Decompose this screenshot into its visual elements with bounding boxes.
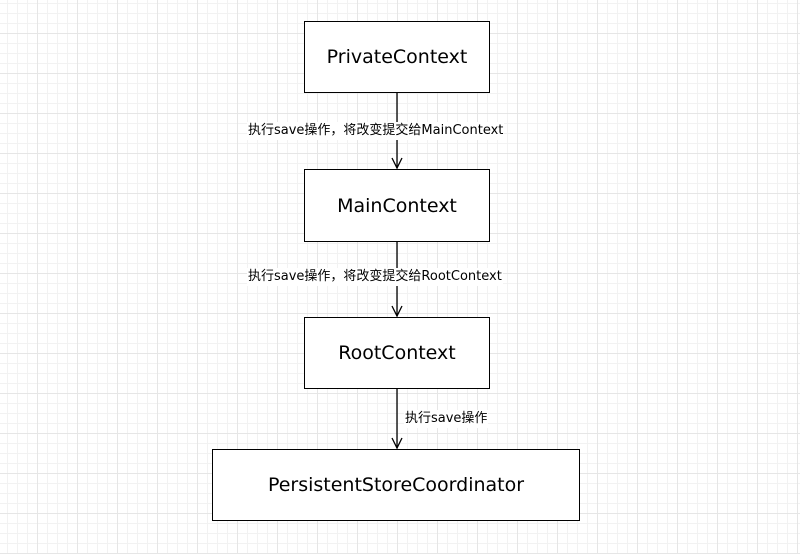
node-root-context: RootContext	[304, 317, 490, 389]
arrowhead-main-to-root	[391, 305, 403, 318]
node-persistent-store-coordinator: PersistentStoreCoordinator	[212, 449, 580, 521]
node-persistent-store-coordinator-label: PersistentStoreCoordinator	[267, 474, 525, 496]
node-root-context-label: RootContext	[338, 342, 456, 364]
node-main-context: MainContext	[304, 169, 490, 242]
node-main-context-label: MainContext	[337, 194, 457, 217]
edge-label-main-to-root: 执行save操作，将改变提交给RootContext	[247, 268, 503, 286]
edge-label-private-to-main: 执行save操作，将改变提交给MainContext	[247, 122, 505, 140]
node-private-context-label: PrivateContext	[326, 46, 468, 68]
arrowhead-private-to-main	[391, 157, 403, 170]
node-private-context: PrivateContext	[304, 21, 490, 93]
arrowhead-root-to-coordinator	[391, 437, 403, 450]
edge-label-root-to-coordinator: 执行save操作	[404, 410, 489, 428]
